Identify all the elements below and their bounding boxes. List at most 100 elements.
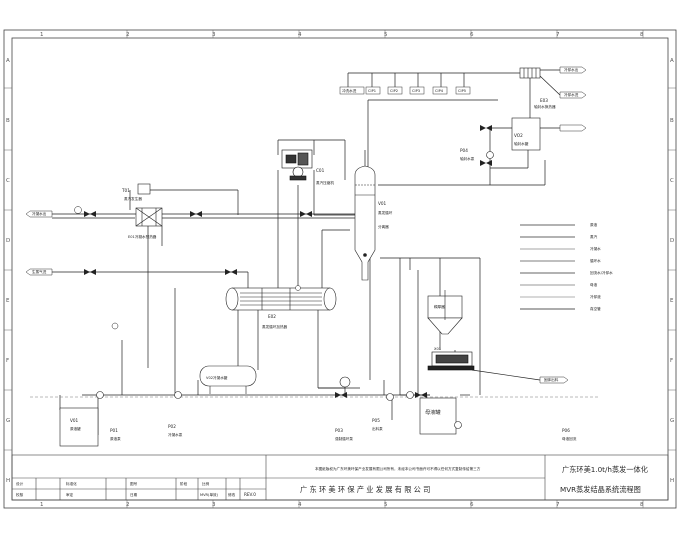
legend-item-6: 冷却液 [590,294,601,299]
col-label-bottom-6: 6 [470,502,474,508]
p02-tag: P02 [168,424,176,429]
drawing-title-line-2: MVR蒸发结晶系统流程图 [560,485,641,494]
e01-plate-preheater [135,207,163,227]
instruments [74,206,301,330]
p02-name: 冷凝水泵 [168,432,183,437]
col-label-1: 1 [40,32,44,38]
tb-drawing-no: 图号 [130,481,138,486]
title-block [11,454,669,501]
p01-name: 原液泵 [110,436,121,441]
mother-tank-label: 母液罐 [425,408,441,416]
centrifuge-tag: X01 [434,347,441,351]
solid-out-label: 固体出料 [544,377,559,382]
cooling-water-out-label: 冷却水出 [564,67,579,72]
outer-frame [3,29,677,509]
vo2-tank [511,117,541,151]
centrifuge [427,351,475,371]
row-label-right-a: A [670,58,674,64]
row-label-right-d: D [670,238,674,244]
inlet-arrows-left [25,210,53,276]
legend-lines [520,224,575,310]
process-piping [52,69,561,435]
tb-approve: 审定 [66,492,74,497]
vo2-name: 轴封水罐 [514,141,529,146]
legend: 原液 蒸汽 冷凝水 循环水 回流水/冷却水 母液 冷却液 真空管 [590,222,613,311]
copyright-notice: 本图纸版权为广东环美环保产业发展有限公司所有，未经本公司书面许可不得以任何方式复… [315,466,481,471]
row-label-a: A [6,58,10,64]
v02-condensate-tank [199,365,257,394]
feed-tank-tag: V01 [70,418,79,423]
vo2-tag: VO2 [514,133,523,138]
v02-label: V02冷凝水罐 [206,375,228,380]
p06-tag: P06 [562,428,570,433]
p04-name: 轴封水泵 [460,156,475,161]
equipment-labels: 冷却水出 冷却水进 冲洗水进 CIP1 CIP2 CIP3 CIP4 CIP5 … [32,67,579,441]
tb-stage: 阶段 [180,481,188,486]
col-label-bottom-4: 4 [298,502,302,508]
col-label-7: 7 [556,32,560,38]
row-label-right-f: F [670,358,673,364]
tb-mvr: MVR(单效) [200,492,219,497]
company-name: 广 东 环 美 环 保 产 业 发 展 有 限 公 司 [300,485,430,494]
v01-tag: V01 [378,201,387,206]
row-label-e: E [6,298,10,304]
cip-label-1: CIP1 [368,89,376,93]
row-label-c: C [6,178,10,184]
legend-item-5: 母液 [590,282,598,287]
cip-label-2: CIP2 [390,89,398,93]
e02-tag: E02 [268,314,276,319]
cip-label-0: 冲洗水进 [342,88,357,93]
legend-item-3: 循环水 [590,258,601,263]
col-label-bottom-5: 5 [384,502,388,508]
p04-pump [486,151,494,159]
row-label-d: D [6,238,10,244]
col-label-bottom-7: 7 [556,502,560,508]
vacuum-in-label: 冷凝水出 [32,211,47,216]
title-block-text: 本图纸版权为广东环美环保产业发展有限公司所有，未经本公司书面许可不得以任何方式复… [16,465,648,497]
e02-name: 蒸发循环加热器 [262,324,288,329]
cip-label-4: CIP4 [435,89,444,93]
steam-in-label: 生蒸气进 [32,269,47,274]
row-label-right-c: C [670,178,674,184]
col-label-4: 4 [298,32,302,38]
e01-name: E01冷凝水预热器 [128,234,157,239]
legend-item-1: 蒸汽 [590,234,598,239]
col-label-3: 3 [212,32,216,38]
thickener-label: 稠厚器 [434,304,445,309]
tb-rev: REV.0 [244,492,256,497]
cip-label-3: CIP3 [412,89,420,93]
legend-item-4: 回流水/冷却水 [590,270,613,275]
p03-tag: P03 [335,428,343,433]
c01-name: 蒸汽压缩机 [316,180,334,185]
e03-tag: E03 [540,98,548,103]
col-label-bottom-8: 8 [640,502,644,508]
col-label-8: 8 [640,32,644,38]
col-label-bottom-3: 3 [212,502,216,508]
column-labels: 1 2 3 4 5 6 7 8 1 2 3 4 5 6 7 8 [40,32,644,508]
drawing-title-line-1: 广东环美1.0t/h蒸发一体化 [562,465,648,474]
column-tick-marks [4,30,676,508]
row-label-f: F [6,358,9,364]
mother-liquor-tank [419,397,457,435]
outlet-arrows-top [559,66,587,132]
col-label-bottom-2: 2 [126,502,130,508]
legend-item-7: 真空管 [590,306,601,311]
row-label-right-h: H [670,478,674,484]
legend-item-0: 原液 [590,222,598,227]
p05-name: 出料泵 [372,426,383,431]
row-label-b: B [6,118,10,124]
e02-shell-tube-heater [225,287,337,311]
t01-name: 蒸汽发生器 [124,196,142,201]
solid-out-arrow [539,376,569,384]
feed-tank [59,407,99,447]
tb-design: 设计 [16,481,24,486]
v01-name-2: 分离器 [378,224,389,229]
col-label-2: 2 [126,32,130,38]
row-label-right-b: B [670,118,674,124]
tb-check: 校核 [16,492,24,497]
row-label-h: H [6,478,10,484]
t01-vessel [137,183,151,195]
p01-tag: P01 [110,428,118,433]
e03-exchanger [519,67,541,79]
